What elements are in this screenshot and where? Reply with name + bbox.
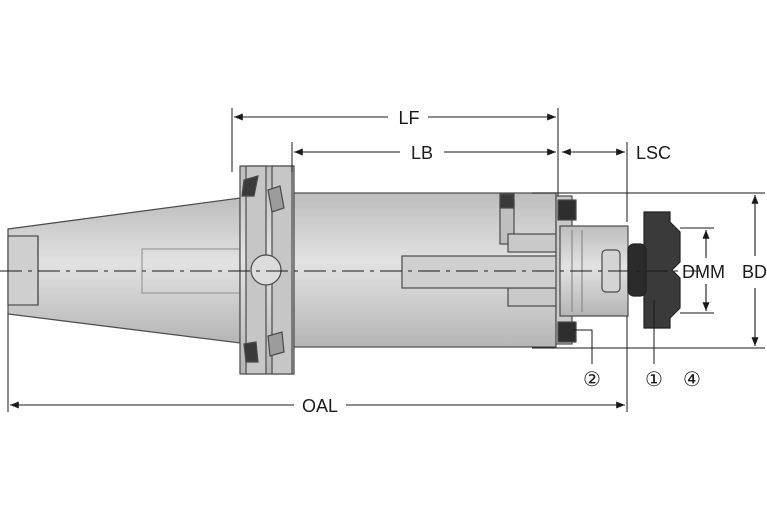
callout-leaders [572,300,655,364]
callout-2: ② [583,369,601,391]
dmm-label: DMM [682,262,725,282]
cutter-hub [627,243,647,297]
drive-key-upper [557,199,577,221]
tool-body [7,165,681,375]
extension-lines [7,108,765,412]
drive-key-top [499,193,515,209]
callout-1: ① [645,369,663,391]
drive-key-lower [557,321,577,343]
bd-label: BD [742,262,767,282]
lf-label: LF [398,108,419,128]
oal-label: OAL [302,396,338,416]
lsc-label: LSC [636,143,671,163]
lb-label: LB [411,143,433,163]
callout-4: ④ [683,369,701,391]
drive-slot-hole [250,254,282,286]
shell-mill-cutter [643,211,681,329]
dimension-lines [10,113,759,409]
